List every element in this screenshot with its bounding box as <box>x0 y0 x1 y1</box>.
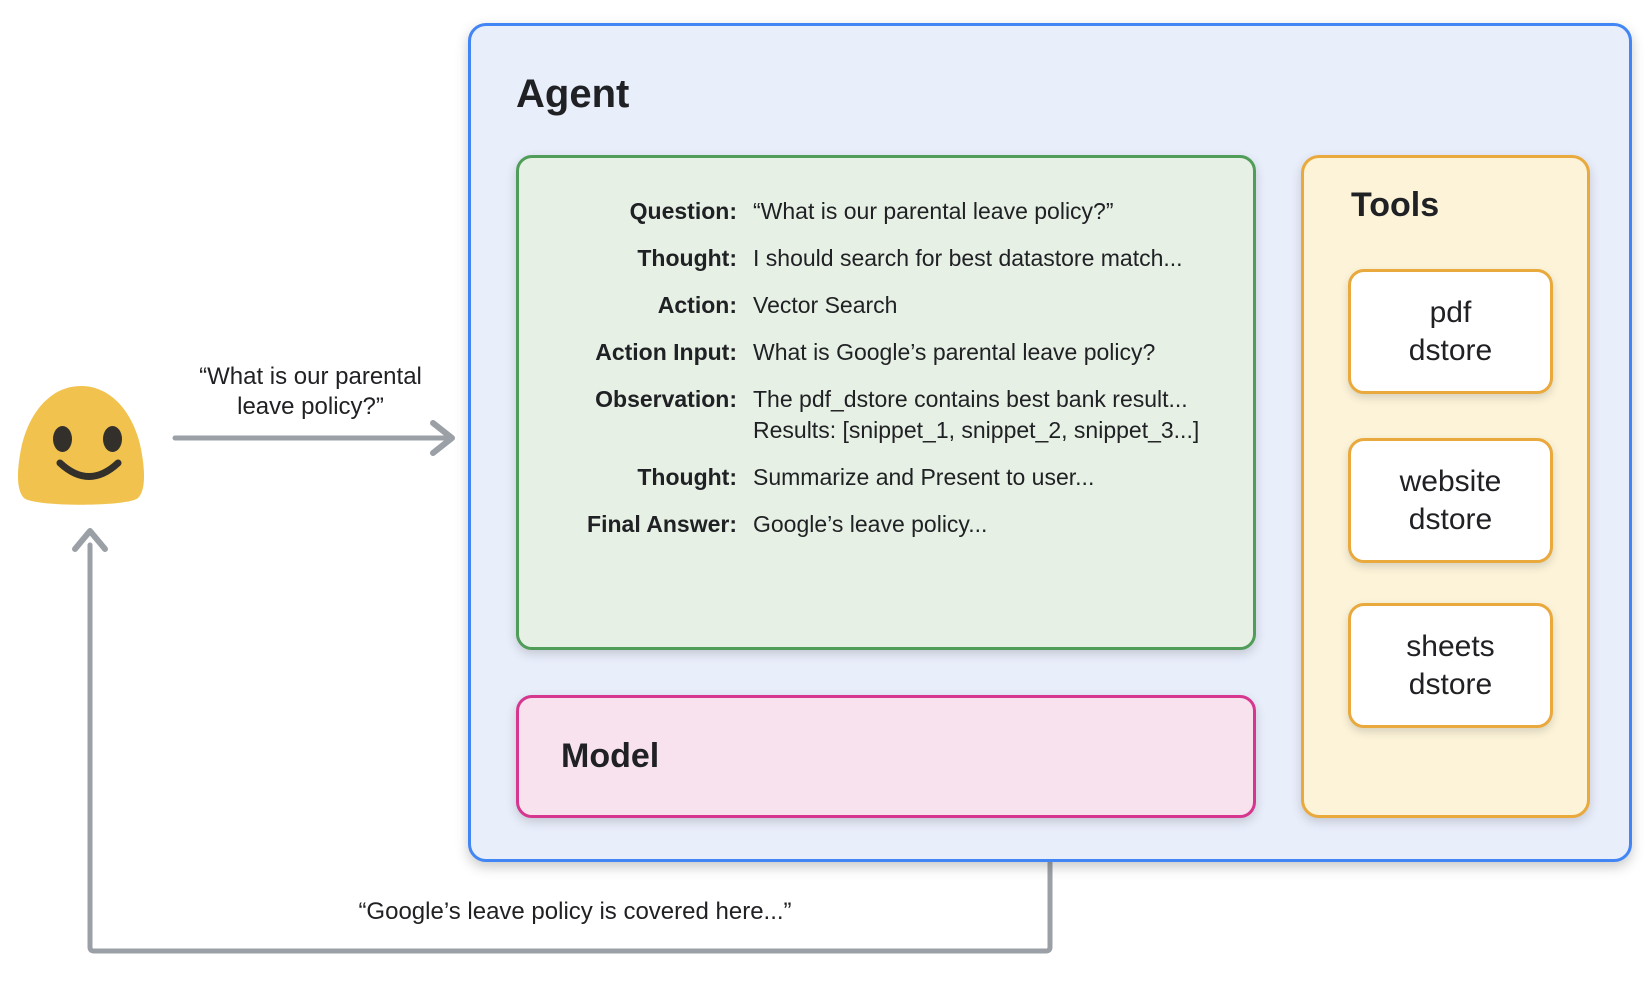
scratchpad-row-action-input: Action Input: What is Google’s parental … <box>519 339 1243 366</box>
scratchpad-row-thought-1: Thought: I should search for best datast… <box>519 245 1243 272</box>
emoji-smile <box>56 459 122 480</box>
emoji-left-eye <box>53 426 72 452</box>
user-request-label: “What is our parental leave policy?” <box>199 363 422 420</box>
scratchpad-row-thought-2: Thought: Summarize and Present to user..… <box>519 464 1243 491</box>
scratchpad-row-value: The pdf_dstore contains best bank result… <box>753 386 1199 444</box>
emoji-right-eye <box>103 426 122 452</box>
scratchpad-row-label: Final Answer: <box>587 511 737 537</box>
agent-box: Agent Question: “What is our parental le… <box>468 23 1632 862</box>
user-emoji <box>17 386 145 505</box>
tool-item-label: pdf dstore <box>1408 295 1493 367</box>
scratchpad-row-label: Observation: <box>595 386 737 412</box>
scratchpad-observation-line1: The pdf_dstore contains best bank result… <box>753 386 1188 412</box>
request-arrowhead-icon <box>430 420 455 456</box>
scratchpad-row-value: What is Google’s parental leave policy? <box>753 339 1156 365</box>
scratchpad-row-label: Question: <box>629 198 737 224</box>
response-arrowhead-icon <box>72 528 108 552</box>
tool-item-label: sheets dstore <box>1406 629 1495 701</box>
scratchpad-row-value: I should search for best datastore match… <box>753 245 1183 271</box>
tools-title: Tools <box>1351 186 1440 224</box>
emoji-head <box>17 386 145 505</box>
tool-item-sheets-dstore: sheets dstore <box>1348 603 1553 728</box>
scratchpad-box: Question: “What is our parental leave po… <box>516 155 1256 650</box>
agent-response-label: “Google’s leave policy is covered here..… <box>358 898 792 925</box>
scratchpad-row-final-answer: Final Answer: Google’s leave policy... <box>519 511 1243 538</box>
model-box: Model <box>516 695 1256 818</box>
scratchpad-row-value: “What is our parental leave policy?” <box>753 198 1114 224</box>
model-title: Model <box>561 737 660 775</box>
scratchpad-row-value: Summarize and Present to user... <box>753 464 1095 490</box>
scratchpad-row-label: Thought: <box>637 245 737 271</box>
scratchpad-row-label: Action Input: <box>595 339 737 365</box>
scratchpad-row-observation: Observation: The pdf_dstore contains bes… <box>519 386 1243 444</box>
agent-title: Agent <box>516 72 630 116</box>
scratchpad-row-value: Google’s leave policy... <box>753 511 988 537</box>
scratchpad-row-label: Thought: <box>637 464 737 490</box>
tool-item-pdf-dstore: pdf dstore <box>1348 269 1553 394</box>
tool-item-label: website dstore <box>1399 464 1502 536</box>
scratchpad-row-label: Action: <box>657 292 737 318</box>
scratchpad-row-value: Vector Search <box>753 292 898 318</box>
response-arrow-line <box>87 542 1053 954</box>
tools-box: Tools pdf dstore website dstore sheets d… <box>1301 155 1590 818</box>
scratchpad-observation-line2: Results: [snippet_1, snippet_2, snippet_… <box>753 417 1200 443</box>
user-request-arrow <box>172 420 455 456</box>
tool-item-website-dstore: website dstore <box>1348 438 1553 563</box>
agent-response-arrow <box>72 528 1053 954</box>
scratchpad-row-question: Question: “What is our parental leave po… <box>519 198 1243 225</box>
scratchpad-row-action: Action: Vector Search <box>519 292 1243 319</box>
